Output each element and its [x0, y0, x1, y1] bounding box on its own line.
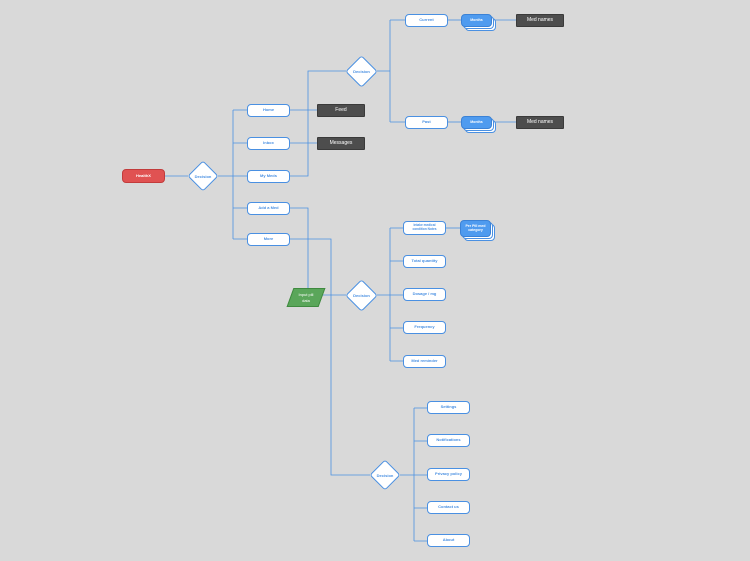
med-names-current[interactable]: Med names	[516, 14, 564, 27]
more-contact-us[interactable]: Contact us	[427, 501, 470, 514]
months-past[interactable]: Months	[461, 116, 492, 129]
root-node-healthx[interactable]: HealthX	[122, 169, 165, 183]
more-notifications[interactable]: Notifications	[427, 434, 470, 447]
menu-my-meds[interactable]: My Meds	[247, 170, 290, 183]
per-pill-med-category[interactable]: Per Pill med category	[460, 220, 491, 237]
decision-add-label: Decision	[353, 293, 370, 298]
decision-main[interactable]: Decision	[187, 160, 219, 192]
decision-add[interactable]: Decision	[345, 279, 378, 312]
months-current[interactable]: Months	[461, 14, 492, 27]
field-med-reminder[interactable]: Med reminder	[403, 355, 446, 368]
more-settings[interactable]: Settings	[427, 401, 470, 414]
decision-more-label: Decision	[376, 472, 394, 478]
more-about[interactable]: About	[427, 534, 470, 547]
decision-main-label: Decision	[194, 173, 212, 179]
field-intake-notes[interactable]: Intake medical condition Notes	[403, 221, 446, 235]
field-frequency[interactable]: Frequency	[403, 321, 446, 334]
menu-inbox[interactable]: Inbox	[247, 137, 290, 150]
screen-messages[interactable]: Messages	[317, 137, 365, 150]
menu-more[interactable]: More	[247, 233, 290, 246]
med-names-past[interactable]: Med names	[516, 116, 564, 129]
screen-feed[interactable]: Feed	[317, 104, 365, 117]
field-dosage[interactable]: Dosage / mg	[403, 288, 446, 301]
menu-home[interactable]: Home	[247, 104, 290, 117]
input-pill-data[interactable]: Input pill data	[288, 288, 324, 307]
decision-meds-label: Decision	[353, 69, 370, 74]
decision-more[interactable]: Decision	[369, 459, 401, 491]
meds-current[interactable]: Current	[405, 14, 448, 27]
menu-add-a-med[interactable]: Add a Med	[247, 202, 290, 215]
decision-meds[interactable]: Decision	[345, 55, 378, 88]
field-total-quantity[interactable]: Total quantity	[403, 255, 446, 268]
input-pill-data-line1: Input pill	[298, 292, 314, 298]
meds-past[interactable]: Past	[405, 116, 448, 129]
input-pill-data-line2: data	[302, 297, 310, 303]
more-privacy-policy[interactable]: Privacy policy	[427, 468, 470, 481]
